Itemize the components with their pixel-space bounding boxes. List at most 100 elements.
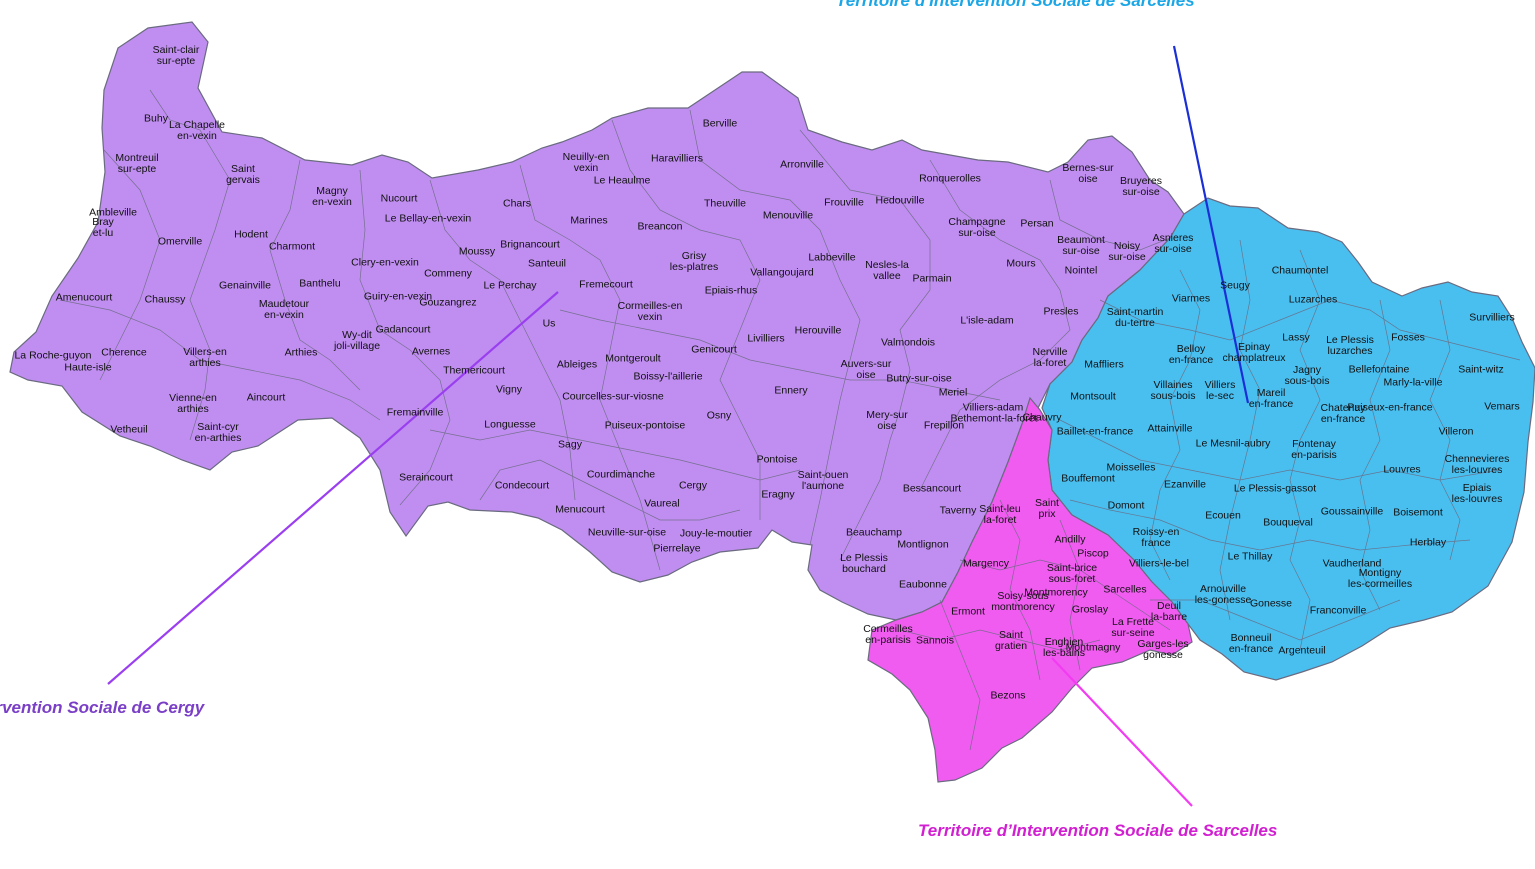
commune-label: Hodent xyxy=(234,229,268,241)
commune-label: Frouville xyxy=(824,197,864,209)
commune-label: Montlignon xyxy=(897,539,949,551)
commune-label: Presles xyxy=(1043,306,1078,318)
commune-label: Le Heaulme xyxy=(594,175,651,187)
commune-label: Guiry-en-vexin xyxy=(364,291,432,303)
commune-label: Villeron xyxy=(1439,426,1474,438)
commune-label: Neuville-sur-oise xyxy=(588,527,666,539)
commune-label: Fosses xyxy=(1391,332,1425,344)
commune-label: Brignancourt xyxy=(500,239,560,251)
commune-label: Banthelu xyxy=(299,278,341,290)
commune-label: L'isle-adam xyxy=(960,315,1014,327)
commune-label: Santeuil xyxy=(528,258,566,270)
commune-label: Chauvry xyxy=(1022,412,1062,424)
commune-label: Seugy xyxy=(1220,280,1251,292)
commune-label: Fremecourt xyxy=(579,279,633,291)
commune-label: Ableiges xyxy=(557,359,597,371)
commune-label: Louvres xyxy=(1383,464,1420,476)
commune-label: Persan xyxy=(1020,218,1053,230)
commune-label: Genainville xyxy=(219,280,271,292)
commune-label: Le Perchay xyxy=(483,280,537,292)
commune-label: Gadancourt xyxy=(376,324,431,336)
commune-label: Viarmes xyxy=(1172,293,1210,305)
commune-label: Marly-la-ville xyxy=(1384,377,1443,389)
commune-label: Vaureal xyxy=(644,498,679,510)
commune-label: Luzarches xyxy=(1289,294,1337,306)
commune-label: Condecourt xyxy=(495,480,549,492)
commune-label: Pontoise xyxy=(757,454,798,466)
region-sarcelles-south xyxy=(867,396,1193,783)
commune-label: Vallangoujard xyxy=(750,267,814,279)
caption-sarcelles-top: Territoire d'Intervention Sociale de Sar… xyxy=(836,0,1195,10)
commune-label: Beauchamp xyxy=(846,527,902,539)
commune-label: Sarcelles xyxy=(1103,584,1146,596)
commune-label: Parmain xyxy=(912,273,951,285)
commune-label: Menouville xyxy=(763,210,813,222)
commune-label: Osny xyxy=(707,410,732,422)
commune-label: Haute-isle xyxy=(64,362,111,374)
commune-label: Bellefontaine xyxy=(1349,364,1410,376)
commune-label: Montmorency xyxy=(1024,587,1088,599)
leader-line-sarcelles-bottom xyxy=(1051,657,1193,807)
commune-label: Ambleville xyxy=(89,207,137,219)
commune-label: Saint-witz xyxy=(1458,364,1504,376)
commune-label: Charmont xyxy=(269,241,315,253)
commune-label: Taverny xyxy=(940,505,978,517)
commune-label: Ecouen xyxy=(1205,510,1241,522)
commune-label: Valmondois xyxy=(881,337,935,349)
territory-regions xyxy=(9,21,1535,783)
commune-label: Sannois xyxy=(916,635,954,647)
commune-label: Chaumontel xyxy=(1272,265,1329,277)
commune-label: Vemars xyxy=(1484,401,1520,413)
commune-label: Montsoult xyxy=(1070,391,1116,403)
commune-label: Vetheuil xyxy=(110,424,147,436)
commune-label: Ermont xyxy=(951,606,985,618)
commune-label: Le Plessis-gassot xyxy=(1234,483,1316,495)
commune-label: Andilly xyxy=(1055,534,1087,546)
commune-label: Groslay xyxy=(1072,604,1109,616)
leader-line-cergy xyxy=(107,291,559,685)
commune-label: Pierrelaye xyxy=(653,543,700,555)
commune-label: Haravilliers xyxy=(651,153,703,165)
commune-label: Jouy-le-moutier xyxy=(680,528,753,540)
commune-label: Herouville xyxy=(795,325,842,337)
commune-label: Montmagny xyxy=(1066,642,1122,654)
commune-label: Labbeville xyxy=(808,252,855,264)
commune-label: Bessancourt xyxy=(903,483,961,495)
commune-label: Livilliers xyxy=(747,333,784,345)
leader-lines xyxy=(107,45,1250,807)
commune-label: Nointel xyxy=(1065,265,1098,277)
commune-label: Nucourt xyxy=(381,193,418,205)
commune-label: Villiers-adam xyxy=(963,402,1024,414)
commune-label: Le Bellay-en-vexin xyxy=(385,213,472,225)
commune-label: Eaubonne xyxy=(899,579,947,591)
commune-label: Puiseux-en-france xyxy=(1347,402,1432,414)
